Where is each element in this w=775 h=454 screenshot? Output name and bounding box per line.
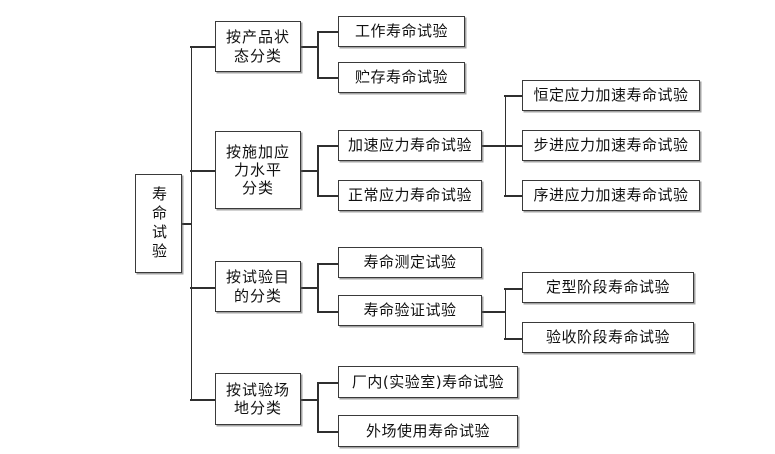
node-branch-product-state[interactable]: 按产品状 态分类 <box>215 21 301 72</box>
node-branch-stress-level[interactable]: 按施加应 力水平 分类 <box>215 131 301 209</box>
connector-verify-out <box>482 311 505 313</box>
connector-trunk-to-branch-1 <box>190 46 215 48</box>
connector-trunk-to-branch-3 <box>190 287 215 289</box>
connector-accel-child-3 <box>504 195 522 197</box>
node-root-life-test[interactable]: 寿命试验 <box>135 174 182 273</box>
node-finalization-stage-life-test[interactable]: 定型阶段寿命试验 <box>522 272 694 303</box>
connector-branch-4-spine <box>317 382 319 431</box>
connector-branch-4-child-1 <box>317 382 338 384</box>
connector-branch-3-child-1 <box>317 263 338 265</box>
node-life-determination-test[interactable]: 寿命测定试验 <box>338 247 482 278</box>
connector-verify-child-1 <box>504 288 522 290</box>
node-accelerated-stress-life-test[interactable]: 加速应力寿命试验 <box>338 130 482 161</box>
connector-branch-2-out <box>300 170 318 172</box>
node-in-plant-lab-life-test[interactable]: 厂内(实验室)寿命试验 <box>338 366 518 398</box>
connector-branch-2-child-1 <box>317 145 338 147</box>
connector-branch-2-child-2 <box>317 195 338 197</box>
connector-trunk <box>190 46 192 399</box>
connector-branch-4-out <box>300 399 318 401</box>
connector-accel-child-2 <box>504 145 522 147</box>
connector-branch-3-child-2 <box>317 311 338 313</box>
node-field-use-life-test[interactable]: 外场使用寿命试验 <box>338 415 518 447</box>
connector-accel-child-1 <box>504 95 522 97</box>
connector-branch-1-child-2 <box>317 77 338 79</box>
connector-branch-3-spine <box>317 263 319 311</box>
connector-branch-4-child-2 <box>317 431 338 433</box>
node-normal-stress-life-test[interactable]: 正常应力寿命试验 <box>338 180 482 211</box>
node-working-life-test[interactable]: 工作寿命试验 <box>338 16 465 47</box>
connector-branch-3-out <box>300 287 318 289</box>
connector-branch-1-spine <box>317 31 319 78</box>
node-life-verification-test[interactable]: 寿命验证试验 <box>338 295 482 326</box>
node-constant-stress-accelerated-life-test[interactable]: 恒定应力加速寿命试验 <box>522 80 700 111</box>
connector-verify-child-2 <box>504 338 522 340</box>
node-branch-test-site[interactable]: 按试验场 地分类 <box>215 373 301 425</box>
connector-trunk-to-branch-4 <box>190 399 215 401</box>
connector-branch-1-child-1 <box>317 31 338 33</box>
node-progressive-stress-accelerated-life-test[interactable]: 序进应力加速寿命试验 <box>522 180 700 211</box>
node-step-stress-accelerated-life-test[interactable]: 步进应力加速寿命试验 <box>522 130 700 161</box>
node-branch-test-purpose[interactable]: 按试验目 的分类 <box>215 261 301 312</box>
node-acceptance-stage-life-test[interactable]: 验收阶段寿命试验 <box>522 322 694 353</box>
connector-trunk-to-branch-2 <box>190 170 215 172</box>
connector-root-stub <box>182 223 192 225</box>
connector-verify-spine <box>504 288 506 338</box>
connector-branch-1-out <box>300 46 318 48</box>
node-storage-life-test[interactable]: 贮存寿命试验 <box>338 62 465 93</box>
connector-accel-out <box>482 145 505 147</box>
connector-branch-2-spine <box>317 145 319 196</box>
